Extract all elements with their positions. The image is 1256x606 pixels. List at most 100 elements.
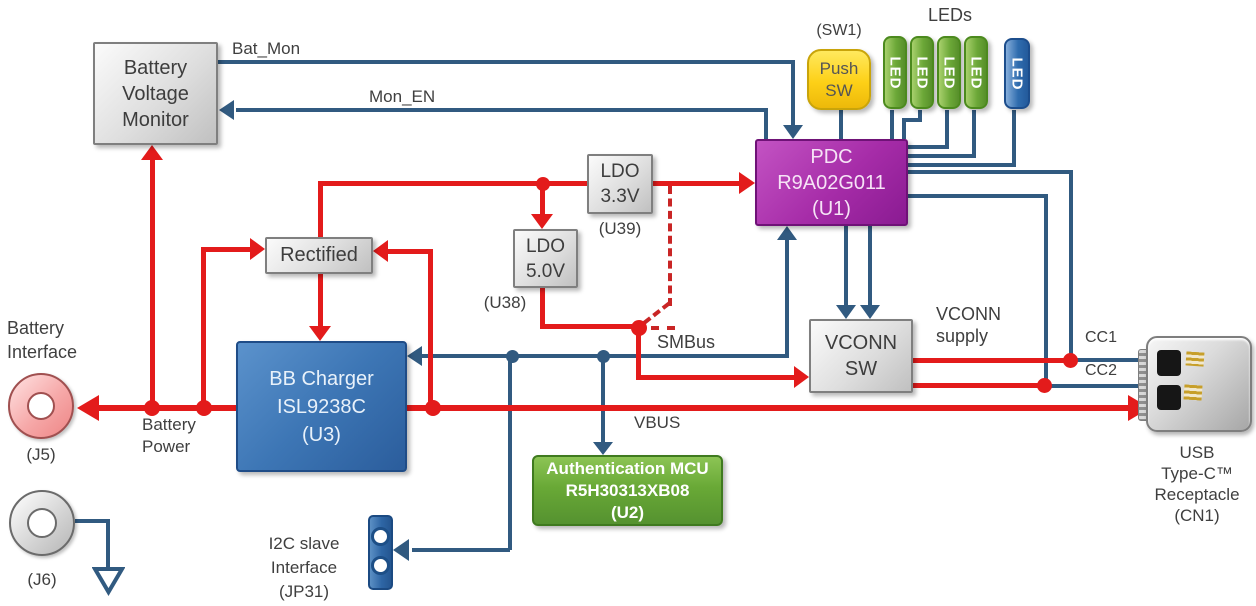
led4-block: LED (964, 36, 988, 109)
usb-line1: USB (1179, 443, 1215, 462)
led5-wire (906, 163, 1016, 167)
junction-dot (1063, 353, 1078, 368)
rectified-left-arrow-icon (250, 238, 265, 260)
u38-ref-label: (U38) (483, 293, 527, 312)
i2c-line2: Interface (270, 558, 338, 577)
junction-dot (506, 350, 519, 363)
smbus-switch-blade-icon (642, 301, 671, 325)
usb-slot (1157, 350, 1181, 376)
led-label: LED (1008, 57, 1026, 90)
battery-power-line2: Power (142, 437, 191, 456)
led2-block: LED (910, 36, 934, 109)
junction-dot (597, 350, 610, 363)
ldo33-out-wire (653, 181, 739, 186)
led3-stub (945, 110, 949, 149)
block-label: LDO (525, 235, 566, 257)
smbus-dashed-wire (668, 186, 672, 306)
block-label: (U3) (302, 423, 341, 446)
junction-dot (631, 320, 647, 336)
jp31-pin (371, 556, 390, 575)
battery-voltage-monitor-block: Battery Voltage Monitor (93, 42, 218, 145)
battery-power-label: Battery Power (142, 414, 196, 458)
usb-line3: Receptacle (1154, 485, 1240, 504)
j6-ground-wire (75, 519, 110, 523)
junction-dot (144, 400, 160, 416)
jp31-pin (371, 527, 390, 546)
mon-en-wire-riser (764, 108, 768, 139)
rectified-block: Rectified (265, 237, 373, 274)
rectified-top-riser (318, 186, 323, 237)
cc1-route-h (906, 170, 1073, 174)
block-label: VCONN (824, 332, 898, 354)
junction-dot (1037, 378, 1052, 393)
bat-mon-wire-drop (791, 60, 795, 126)
cc2-route-h (906, 194, 1048, 198)
junction-dot (536, 177, 550, 191)
vbus-label: VBUS (634, 413, 681, 432)
j5-ref-label: (J5) (26, 445, 56, 464)
vconn-supply-line1: VCONN (936, 304, 1002, 324)
j5-hole (27, 392, 55, 420)
block-label: (U1) (812, 197, 851, 220)
vbus-arrow-icon (593, 442, 613, 455)
block-label: SW (825, 80, 853, 100)
mon-en-label: Mon_EN (369, 87, 436, 106)
u39-ref-label: (U39) (598, 219, 642, 238)
j6-hole (27, 508, 57, 538)
junction-dot (196, 400, 212, 416)
led3-block: LED (937, 36, 961, 109)
block-label: SW (844, 358, 878, 380)
block-label: Battery (123, 56, 188, 79)
ldo50-out-wire (540, 324, 638, 329)
rectified-bb-wire (318, 273, 323, 328)
i2c-line3: (JP31) (278, 582, 330, 601)
cc1-wire (1072, 358, 1142, 362)
block-label: Push (819, 58, 859, 78)
sw1-ref-label: (SW1) (816, 22, 862, 39)
vconn-supply-wire2 (913, 383, 1039, 388)
battery-power-line1: Battery (142, 415, 196, 434)
rectified-left-riser (201, 250, 206, 407)
block-label: BB Charger (269, 367, 374, 390)
rectified-left-wire (201, 247, 251, 252)
bvm-feed-arrow-icon (141, 145, 163, 160)
vconn-feed-riser (636, 326, 641, 380)
led2-drop (902, 120, 906, 139)
vbus-drop (601, 358, 605, 442)
usb-line4: (CN1) (1174, 506, 1220, 525)
pdc-block: PDC R9A02G011 (U1) (755, 139, 908, 226)
led2-jog (902, 118, 922, 122)
mon-en-arrow-icon (219, 100, 234, 120)
led3-wire (906, 145, 949, 149)
i2c-line1: I2C slave (268, 534, 340, 553)
vconn-supply-label: VCONN supply (936, 303, 1001, 347)
vconn-feed-wire (636, 375, 794, 380)
battery-power-arrow-j5-icon (77, 395, 99, 421)
pdc-vconn-wire1 (844, 226, 848, 306)
smbus-arrow-bb-icon (407, 346, 422, 366)
block-label: Authentication MCU (546, 458, 709, 478)
block-label: R5H30313XB08 (565, 480, 690, 500)
led-label: LED (940, 56, 958, 89)
battery-interface-line2: Interface (7, 342, 78, 362)
j6-ground-drop (106, 519, 110, 567)
smbus-arrow-pdc-icon (777, 226, 797, 240)
ldo-3v3-block: LDO 3.3V (587, 154, 653, 214)
bb-charger-block: BB Charger ISL9238C (U3) (236, 341, 407, 472)
usb-pins (1183, 384, 1203, 401)
cc1-label: CC1 (1085, 329, 1118, 346)
cc1-route-v (1069, 170, 1073, 362)
vconn-supply-line2: supply (936, 326, 989, 346)
smbus-switch-stub (651, 326, 675, 330)
rectified-bb-arrow-icon (309, 326, 331, 341)
bat-mon-label: Bat_Mon (232, 39, 301, 58)
bat-mon-wire (218, 60, 795, 64)
ground-icon (92, 567, 125, 596)
block-label: PDC (810, 145, 853, 168)
block-label: Voltage (122, 82, 189, 105)
led2-stub (918, 110, 922, 122)
pdc-vconn-wire2 (868, 226, 872, 306)
led-label: LED (913, 56, 931, 89)
block-label: (U2) (610, 502, 645, 522)
